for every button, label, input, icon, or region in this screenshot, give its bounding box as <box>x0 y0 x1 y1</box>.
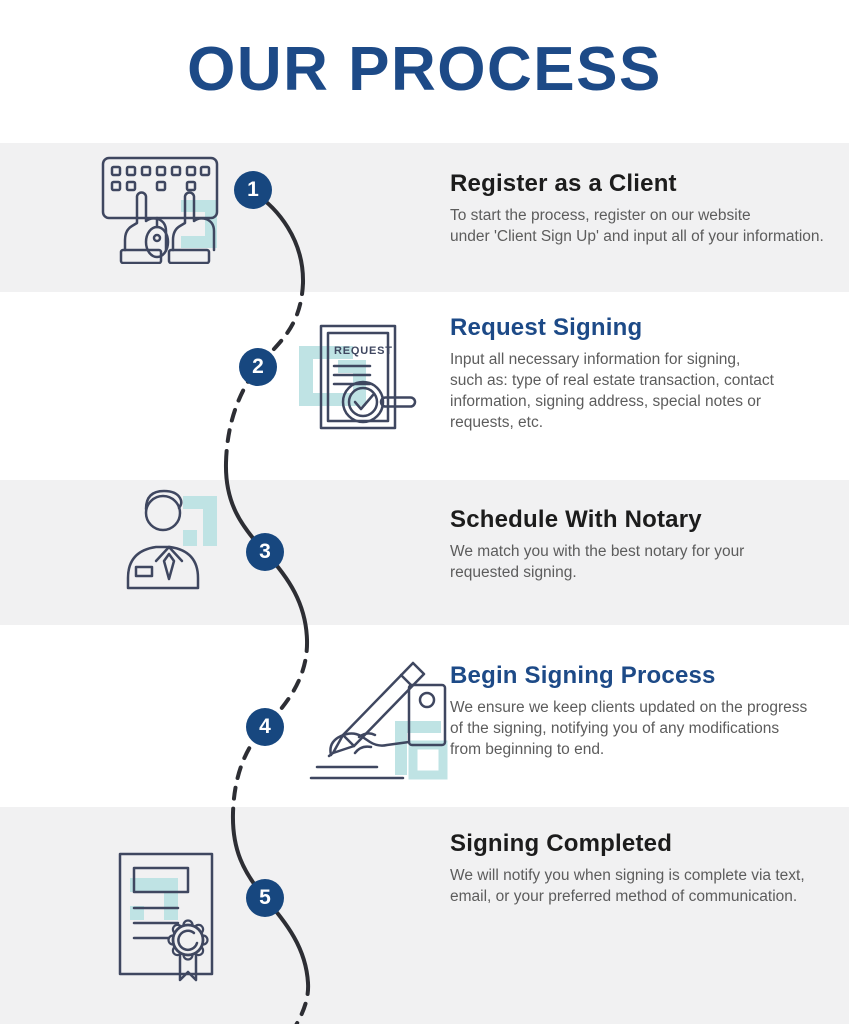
request-document-icon: REQUEST <box>299 324 417 430</box>
step-3-badge: 3 <box>246 533 284 571</box>
step-1-title: Register as a Client <box>450 170 677 197</box>
step-4-title: Begin Signing Process <box>450 662 716 689</box>
step-2-text: Request Signing Input all necessary info… <box>450 314 842 433</box>
step-2-badge: 2 <box>239 348 277 386</box>
step-4-text: Begin Signing Process We ensure we keep … <box>450 662 842 760</box>
signing-pen-icon <box>309 661 448 780</box>
step-3-text: Schedule With Notary We match you with t… <box>450 506 842 583</box>
step-1-description: To start the process, register on our we… <box>450 207 824 246</box>
step-5-text: Signing Completed We will notify you whe… <box>450 830 842 907</box>
page-title: OUR PROCESS <box>187 35 662 104</box>
step-4-description: We ensure we keep clients updated on the… <box>450 699 808 759</box>
step-4-badge: 4 <box>246 708 284 746</box>
certificate-seal-icon <box>118 852 214 982</box>
step-5-description: We will notify you when signing is compl… <box>450 867 805 906</box>
keyboard-hands-icon <box>101 156 219 264</box>
step-3-title: Schedule With Notary <box>450 506 702 533</box>
step-2-description: Input all necessary information for sign… <box>450 351 774 432</box>
step-5-title: Signing Completed <box>450 830 673 857</box>
step-2-title: Request Signing <box>450 314 643 341</box>
step-5-badge: 5 <box>246 879 284 917</box>
step-1-badge: 1 <box>234 171 272 209</box>
request-label: REQUEST <box>334 345 393 357</box>
step-1-text: Register as a Client To start the proces… <box>450 170 842 247</box>
notary-person-icon <box>126 489 217 590</box>
step-3-description: We match you with the best notary for yo… <box>450 543 745 582</box>
